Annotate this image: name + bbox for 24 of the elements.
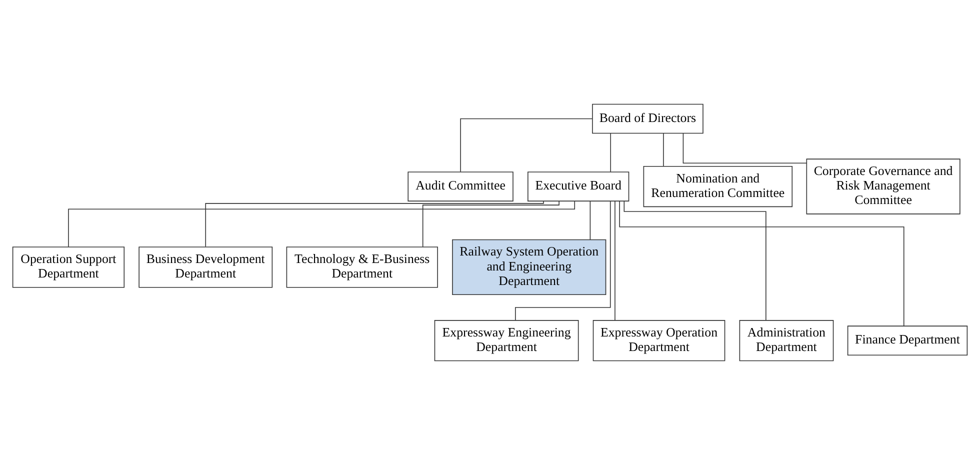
connector (682, 132, 807, 164)
connector (422, 200, 560, 248)
connector (610, 133, 612, 172)
connector (68, 200, 576, 248)
connector (205, 200, 544, 248)
node-box: Expressway Engineering Department (434, 320, 579, 362)
node-box: Operation Support Department (12, 246, 125, 288)
connector (619, 200, 904, 326)
node-box: Business Development Department (138, 246, 273, 288)
node-box: Executive Board (528, 172, 630, 202)
node-box: Board of Directors (592, 104, 704, 134)
node-box: Nomination and Renumeration Committee (643, 166, 793, 208)
node-box: Expressway Operation Department (592, 320, 726, 362)
connector (590, 200, 591, 240)
node-box: Railway System Operation and Engineering Department (452, 239, 606, 296)
node-box: Corporate Governance and Risk Management Committee (806, 158, 960, 214)
node-box: Audit Committee (408, 172, 514, 202)
connector (624, 200, 766, 321)
node-box: Technology & E-Business Department (286, 246, 438, 288)
connector (614, 200, 616, 321)
connector (663, 133, 664, 167)
node-box: Administration Department (739, 320, 834, 362)
node-box: Finance Department (847, 326, 968, 356)
connector (460, 118, 593, 172)
